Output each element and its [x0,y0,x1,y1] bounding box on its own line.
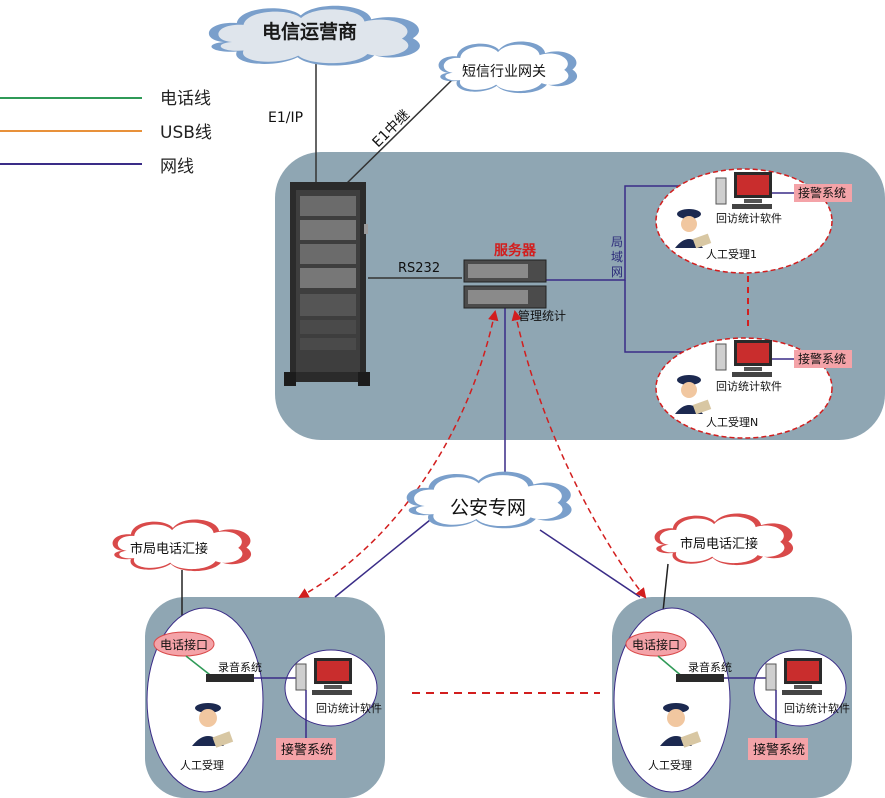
link-police-left [334,519,431,598]
operator-station-bottom: 接警系统 回访统计软件 人工受理N [655,337,852,439]
operator-label: 人工受理1 [706,248,757,261]
cloud-sms-gateway-label: 短信行业网关 [462,64,546,80]
server-subtitle: 管理统计 [518,308,566,323]
lan-label-3: 网 [611,265,623,279]
server-unit [463,259,547,309]
officer-icon [660,703,702,748]
recording-label: 录音系统 [218,660,262,674]
legend: 电话线 USB线 网线 [0,89,212,177]
alarm-system-box [748,738,808,760]
officer-icon [675,209,712,249]
operator-label: 人工受理N [706,416,758,429]
alarm-system-label: 接警系统 [798,351,846,366]
officer-icon [675,375,712,415]
software-label: 回访统计软件 [316,701,382,715]
legend-phone-label: 电话线 [160,89,211,109]
computer-icon [715,172,772,209]
recorder-device [206,674,254,682]
alarm-system-label: 接警系统 [798,185,846,200]
alarm-system-label: 接警系统 [753,742,805,758]
server-title: 服务器 [494,242,537,259]
lan-label-2: 域 [611,250,623,264]
computer-icon [295,658,352,695]
branch-left: 电话接口 录音系统 回访统计软件 接警系统 人工受理 [146,607,382,793]
legend-net-label: 网线 [160,157,194,177]
rack-cabinet [284,182,370,386]
dashed-arrow-right [511,309,647,599]
alarm-system-box [794,184,852,202]
phone-interface-oval [625,631,687,657]
lan-label-1: 局 [611,235,623,249]
alarm-system-box [276,738,336,760]
e1-trunk-label: E1中继 [370,107,414,151]
phone-interface-label: 电话接口 [632,637,680,652]
computer-icon [765,658,822,695]
rs232-label: RS232 [398,261,440,276]
link-sms-rack [343,79,453,187]
link-police-right [539,529,641,598]
cloud-telecom-label: 电信运营商 [262,20,357,43]
recording-label: 录音系统 [688,660,732,674]
software-label: 回访统计软件 [716,379,782,393]
officer-icon [192,703,234,748]
operator-label: 人工受理 [180,759,224,772]
software-label: 回访统计软件 [716,211,782,225]
branch-right: 电话接口 录音系统 回访统计软件 接警系统 人工受理 [613,607,850,793]
computer-icon [715,340,772,377]
operator-station-top: 接警系统 回访统计软件 人工受理1 [655,168,852,274]
alarm-system-box [794,350,852,368]
dashed-arrow-left [298,309,499,599]
operator-label: 人工受理 [648,759,692,772]
software-label: 回访统计软件 [784,701,850,715]
recorder-device [676,674,724,682]
cloud-police-net-label: 公安专网 [450,497,526,519]
phone-interface-label: 电话接口 [160,637,208,652]
legend-usb-label: USB线 [160,123,212,143]
cloud-city-right-label: 市局电话汇接 [680,536,758,552]
cloud-city-left-label: 市局电话汇接 [130,541,208,557]
alarm-system-label: 接警系统 [281,742,333,758]
phone-interface-oval [153,631,215,657]
e1-ip-label: E1/IP [268,110,303,126]
